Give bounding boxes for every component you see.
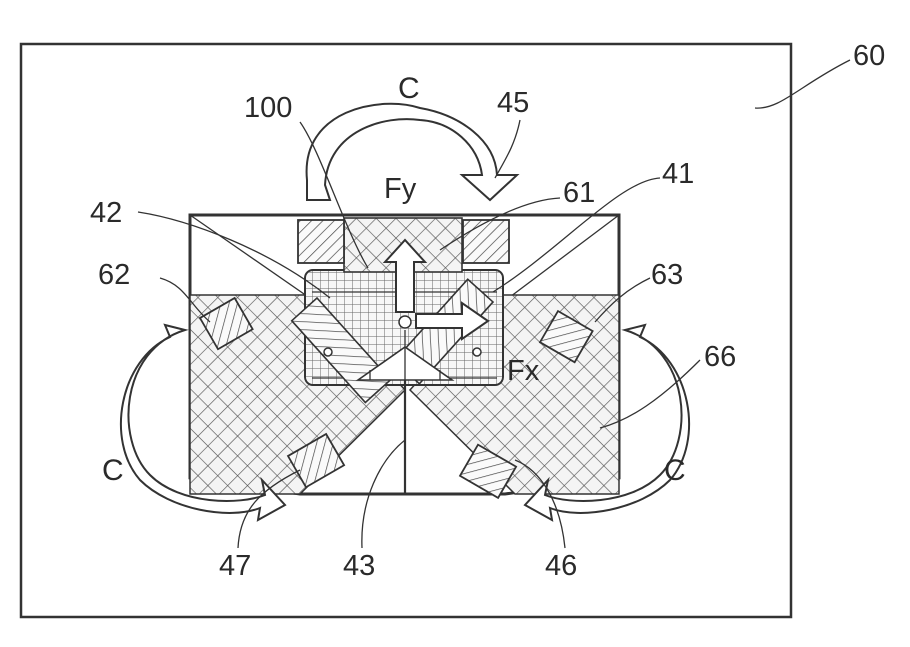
label-100: 100 (244, 92, 292, 124)
label-47: 47 (219, 550, 251, 582)
left-pivot-dot (324, 348, 332, 356)
label-42: 42 (90, 197, 122, 229)
label-c-right: C (664, 454, 686, 487)
label-43: 43 (343, 550, 375, 582)
label-61: 61 (563, 177, 595, 209)
label-fx: Fx (507, 355, 540, 387)
center-pivot (399, 316, 411, 328)
label-63: 63 (651, 259, 683, 291)
label-45: 45 (497, 87, 529, 119)
label-66: 66 (704, 341, 736, 373)
label-62: 62 (98, 259, 130, 291)
label-41: 41 (662, 158, 694, 190)
top-left-pad (298, 220, 344, 263)
label-c-top: C (398, 72, 420, 105)
label-c-left: C (102, 454, 124, 487)
right-pivot-dot (473, 348, 481, 356)
label-60: 60 (853, 40, 885, 72)
label-46: 46 (545, 550, 577, 582)
label-fy: Fy (384, 173, 417, 205)
top-right-pad (463, 220, 509, 263)
